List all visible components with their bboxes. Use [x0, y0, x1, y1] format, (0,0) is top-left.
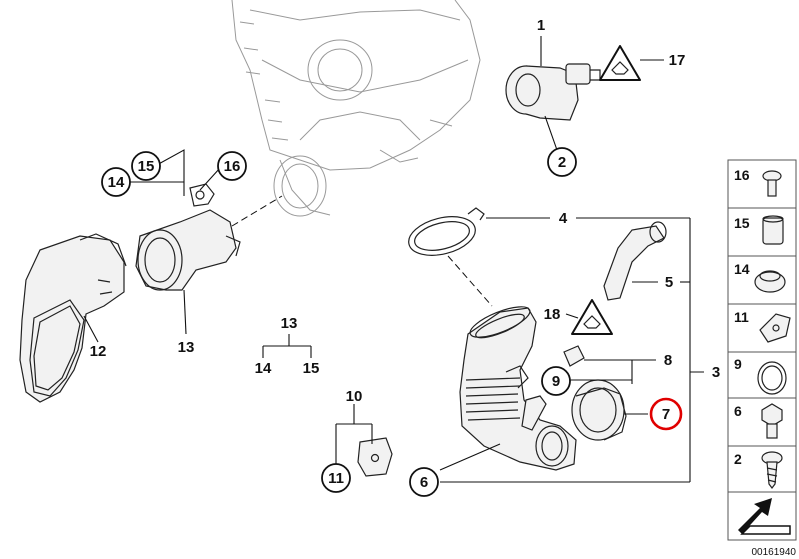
- svg-text:12: 12: [90, 343, 107, 360]
- svg-text:15: 15: [138, 158, 155, 175]
- callout-8: 8: [664, 352, 672, 369]
- svg-text:18: 18: [544, 306, 561, 323]
- coupling-ring: [571, 379, 627, 441]
- panel-label-11: 11: [734, 309, 749, 325]
- callout-17: 17: [669, 52, 686, 69]
- callout-3: 3: [712, 364, 720, 381]
- svg-text:11: 11: [328, 470, 344, 487]
- callout-6: 6: [409, 467, 439, 497]
- callout-15b: 15: [303, 360, 320, 377]
- svg-text:3: 3: [712, 364, 720, 381]
- callout-5: 5: [665, 274, 673, 291]
- callout-12: 12: [90, 343, 107, 360]
- mass-air-flow-sensor: [505, 63, 601, 121]
- callout-10: 10: [346, 388, 363, 405]
- svg-text:7: 7: [662, 406, 670, 423]
- intake-elbow: [135, 183, 241, 291]
- callout-11: 11: [321, 463, 351, 493]
- air-filter-housing: [231, 0, 481, 217]
- pipe-fitting: [563, 345, 585, 367]
- warning-label-17: [599, 45, 641, 81]
- screw-icon: [761, 451, 783, 489]
- callout-14a: 14: [101, 167, 131, 197]
- svg-text:10: 10: [346, 388, 363, 405]
- sleeve-icon: [762, 215, 784, 245]
- callout-7: 7: [649, 397, 683, 431]
- callout-18: 18: [544, 306, 561, 323]
- svg-text:16: 16: [224, 158, 241, 175]
- callout-1: 1: [537, 17, 545, 34]
- panel-label-14: 14: [734, 261, 750, 277]
- svg-text:8: 8: [664, 352, 672, 369]
- clip-nut: [357, 437, 393, 477]
- svg-text:13: 13: [178, 339, 195, 356]
- catalog-number: 00161940: [752, 547, 797, 558]
- callout-14b: 14: [255, 360, 272, 377]
- svg-text:17: 17: [669, 52, 686, 69]
- callout-16: 16: [217, 151, 247, 181]
- intake-bellows: [459, 306, 577, 471]
- callout-13b: 13: [281, 315, 298, 332]
- small-hose: [603, 221, 667, 301]
- callout-9: 9: [541, 366, 571, 396]
- svg-text:5: 5: [665, 274, 673, 291]
- callout-13a: 13: [178, 339, 195, 356]
- bolt-icon: [762, 170, 782, 197]
- grommet-icon: [754, 270, 786, 293]
- svg-text:6: 6: [420, 474, 428, 491]
- svg-text:4: 4: [559, 210, 568, 227]
- panel-label-16: 16: [734, 167, 750, 183]
- arrow-icon: [738, 498, 791, 535]
- callout-15a: 15: [131, 151, 161, 181]
- callout-4: 4: [559, 210, 568, 227]
- svg-text:2: 2: [558, 154, 566, 171]
- panel-label-9: 9: [734, 356, 742, 372]
- svg-text:13: 13: [281, 315, 298, 332]
- svg-text:15: 15: [303, 360, 320, 377]
- svg-text:9: 9: [552, 373, 560, 390]
- panel-label-2: 2: [734, 451, 742, 467]
- svg-text:14: 14: [108, 174, 125, 191]
- warning-label-18: [571, 299, 613, 335]
- hose-clamp: [408, 207, 485, 256]
- clip-nut-icon: [759, 313, 791, 343]
- hardware-panel: 16 15 14 11 9 6: [727, 159, 797, 541]
- panel-label-15: 15: [734, 215, 750, 231]
- svg-text:14: 14: [255, 360, 272, 377]
- o-ring-icon: [757, 361, 787, 395]
- hex-bolt-icon: [761, 403, 783, 439]
- callout-2: 2: [547, 147, 577, 177]
- panel-label-6: 6: [734, 403, 742, 419]
- intake-duct: [19, 233, 127, 403]
- svg-text:1: 1: [537, 17, 545, 34]
